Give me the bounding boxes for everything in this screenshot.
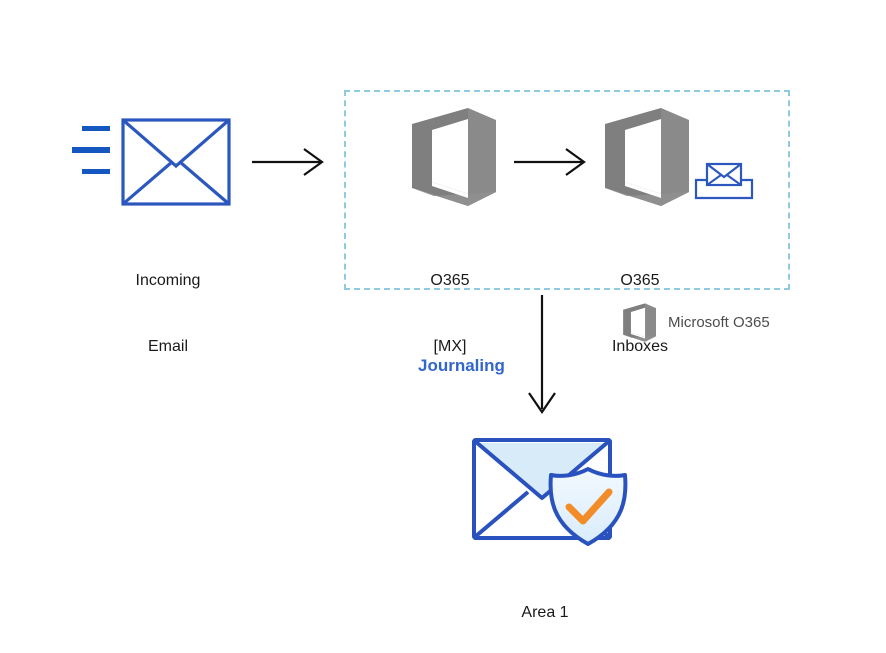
envelope-flap-icon <box>121 118 231 169</box>
speed-line-bottom-icon <box>82 169 110 174</box>
speed-line-top-icon <box>82 126 110 131</box>
envelope-shield-check-icon <box>472 438 628 546</box>
area1-icon-group <box>470 436 634 548</box>
area1-envelope-flap-icon <box>474 440 610 500</box>
area1-envelope-fold-left-icon <box>474 490 530 538</box>
area1-label: Area 1 email security <box>455 558 635 653</box>
arrow-right-icon <box>252 148 324 176</box>
office365-logo-small-icon <box>623 303 656 342</box>
arrow-down-icon <box>528 295 556 414</box>
edge-mx-to-inboxes <box>514 142 592 182</box>
o365-inboxes-label: O365 Inboxes <box>566 226 714 402</box>
arrow-right-icon <box>514 148 586 176</box>
o365-inboxes-badge <box>694 160 754 202</box>
office365-logo-icon <box>412 108 496 206</box>
inbox-tray-envelope-icon <box>694 162 754 200</box>
journaling-label: Journaling <box>418 356 505 375</box>
edge-inboxes-to-area1 <box>522 295 562 420</box>
o365-inboxes-label-line2: Inboxes <box>611 338 669 355</box>
area1-label-line1: Area 1 <box>521 604 569 621</box>
area1-shield-icon <box>548 467 628 546</box>
o365-mx-label: O365 [MX] <box>378 226 522 402</box>
legend-microsoft-o365 <box>620 303 656 343</box>
area1-envelope-flap-fill <box>477 443 607 498</box>
o365-mx-icon-group <box>404 108 496 208</box>
envelope-fold-left-icon <box>121 160 174 206</box>
envelope-with-speed-lines-icon <box>72 118 231 206</box>
o365-mx-label-line1: O365 <box>430 272 470 289</box>
incoming-email-icon-group <box>72 118 232 210</box>
legend-label: Microsoft O365 <box>668 314 770 331</box>
inbox-envelope-flap-icon <box>706 163 742 179</box>
incoming-email-label-line1: Incoming <box>135 272 201 289</box>
speed-line-middle-icon <box>72 147 110 153</box>
incoming-email-label: Incoming Email <box>92 226 244 402</box>
edge-incoming-to-mx <box>252 142 330 182</box>
o365-mx-label-line2: [MX] <box>433 338 467 355</box>
envelope-fold-right-icon <box>178 160 231 206</box>
incoming-email-label-line2: Email <box>147 338 188 355</box>
o365-inboxes-label-line1: O365 <box>620 272 660 289</box>
office365-logo-icon <box>605 108 689 206</box>
microsoft-o365-boundary-region <box>344 90 790 290</box>
o365-inboxes-icon-group <box>597 108 689 208</box>
area1-check-icon <box>565 488 613 525</box>
